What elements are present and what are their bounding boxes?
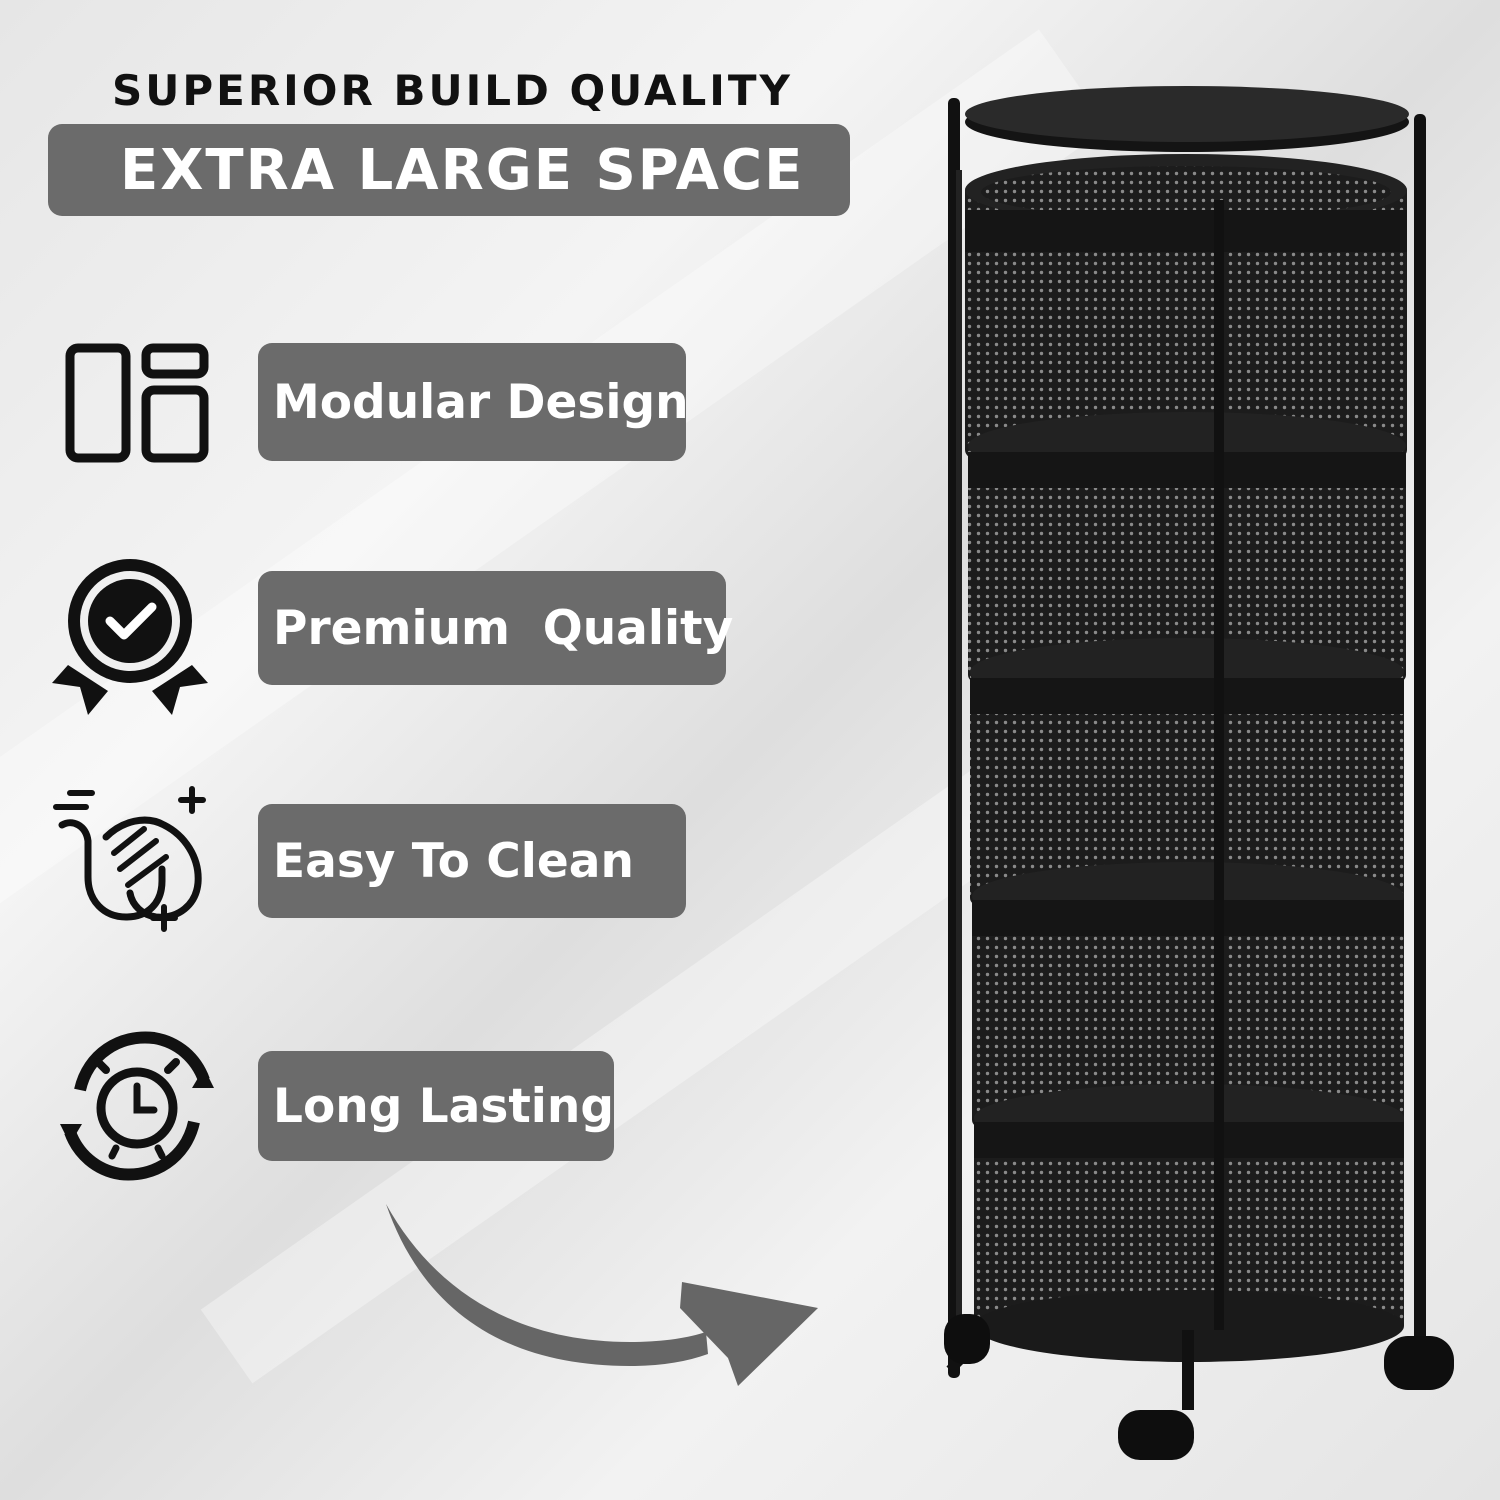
modular-layout-icon xyxy=(64,342,210,468)
rotating-storage-rack xyxy=(920,70,1480,1464)
banner: EXTRA LARGE SPACE xyxy=(48,124,850,216)
feature-pill-modular-design: Modular Design xyxy=(258,343,689,461)
clock-cycle-icon xyxy=(58,1028,216,1188)
banner-text: EXTRA LARGE SPACE xyxy=(120,137,805,203)
feature-label: Long Lasting xyxy=(273,1078,615,1134)
feature-pill-easy-to-clean: Easy To Clean xyxy=(258,804,686,918)
headline: SUPERIOR BUILD QUALITY xyxy=(112,66,793,115)
feature-label: Easy To Clean xyxy=(273,833,634,889)
feature-pill-premium-quality: Premium Quality xyxy=(258,571,733,685)
caster-wheel xyxy=(1118,1410,1194,1460)
clean-hand-icon xyxy=(52,785,212,939)
feature-label: Premium Quality xyxy=(273,600,734,656)
feature-label: Modular Design xyxy=(273,374,689,430)
quality-badge-icon xyxy=(48,555,212,723)
feature-pill-long-lasting: Long Lasting xyxy=(258,1051,614,1161)
basket-tier-5 xyxy=(974,1084,1404,1362)
curved-arrow-icon xyxy=(370,1190,840,1424)
caster-wheel xyxy=(1384,1336,1454,1390)
caster-wheel xyxy=(944,1314,990,1364)
